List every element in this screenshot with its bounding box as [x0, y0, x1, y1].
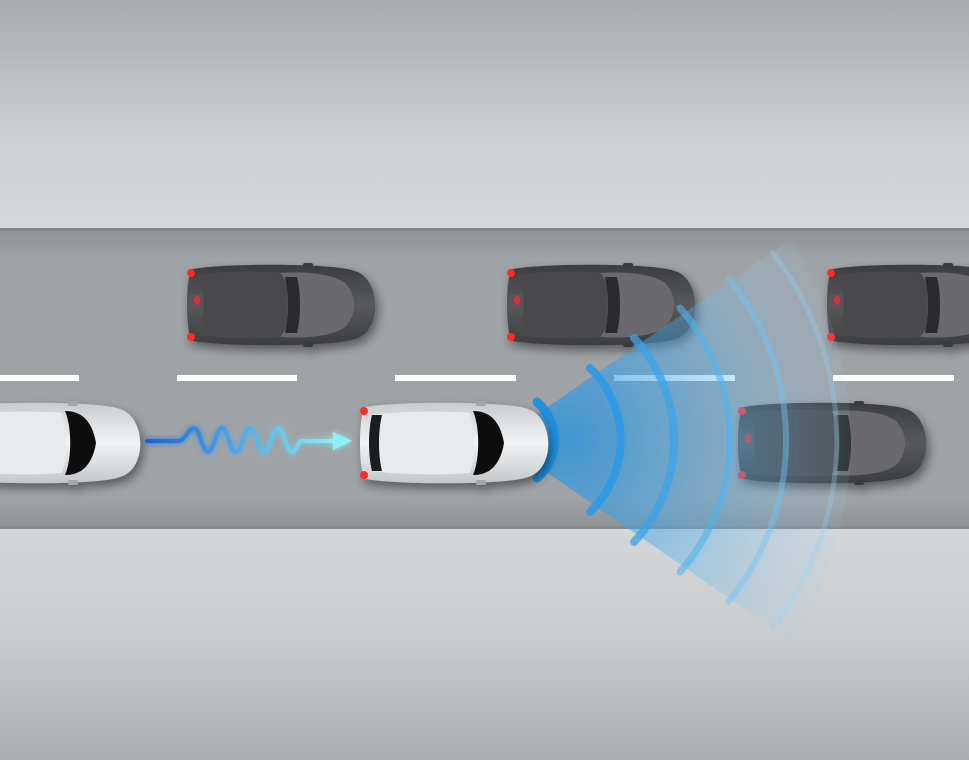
radar-arc	[676, 304, 734, 576]
wireless-signal-arrow-icon	[145, 426, 352, 454]
car-dark-top-3	[827, 263, 969, 347]
radar-arc	[769, 249, 840, 631]
radar-arc	[532, 397, 559, 483]
radar-arc	[725, 275, 789, 605]
signal-line	[145, 426, 338, 454]
car-following	[0, 401, 141, 485]
lane-dash	[395, 375, 516, 381]
radar-arc	[586, 364, 625, 516]
signal-arrowhead	[333, 432, 352, 450]
lane-dash	[0, 375, 79, 381]
lane-dash	[833, 375, 954, 381]
car-dark-top-1	[187, 263, 376, 347]
road-edge-bottom	[0, 526, 969, 529]
car-ego	[360, 401, 549, 485]
radar-arc	[630, 334, 679, 546]
verge-top	[0, 0, 969, 230]
radar-waves-icon	[500, 240, 851, 640]
lane-dash	[177, 375, 297, 381]
road-edge-top	[0, 228, 969, 231]
